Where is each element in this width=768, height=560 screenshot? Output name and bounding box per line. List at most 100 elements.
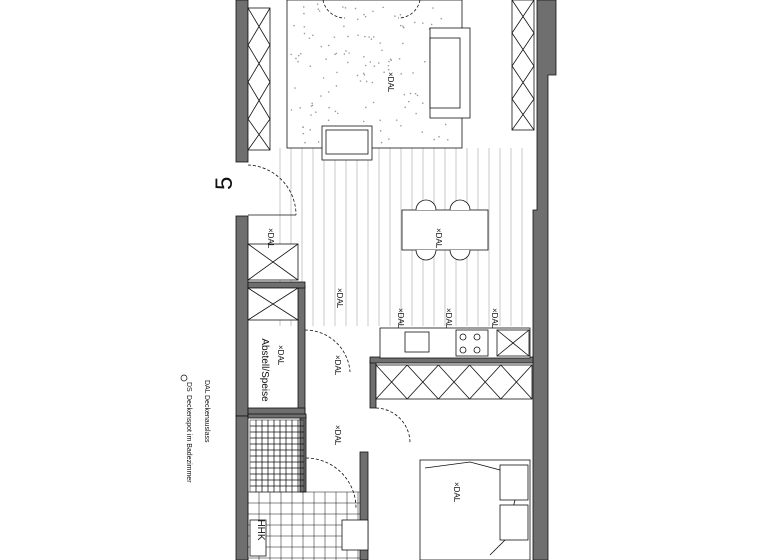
rug-dot [342, 6, 344, 8]
rug-dot [422, 22, 424, 24]
rug-dot [308, 37, 311, 39]
shower-tile [279, 449, 287, 457]
shower-tile [291, 443, 299, 451]
rug-dot [304, 141, 306, 144]
shower-tile [261, 425, 269, 433]
rug-dot [356, 18, 359, 21]
rug-dot [438, 135, 440, 138]
walls [235, 0, 557, 560]
dal-marker: ×DAL [266, 228, 275, 249]
shower-tile [273, 443, 281, 451]
shower-tile [249, 473, 257, 481]
shower-tile [255, 485, 263, 493]
shower-tile [291, 485, 299, 493]
shower-tile [285, 425, 293, 433]
dal-marker-label: ×DAL [396, 308, 405, 329]
rug-dot [365, 106, 367, 109]
rug-dot [364, 64, 367, 67]
dal-marker: ×DAL [396, 308, 405, 329]
shower-tile [255, 473, 263, 481]
rug-dot [402, 25, 404, 27]
shower-tile [285, 455, 293, 463]
rug-dot [377, 62, 380, 64]
shower-tile [267, 437, 275, 445]
dal-marker: ×DAL [386, 72, 395, 93]
shower-tile [267, 473, 275, 481]
rug-dot [388, 138, 390, 140]
rug-dot [365, 80, 368, 83]
dal-marker: ×DAL [335, 288, 344, 309]
shower-tile [261, 485, 269, 493]
shower-tile [291, 431, 299, 439]
dal-marker-label: ×DAL [333, 425, 342, 446]
rug-dot [415, 112, 417, 115]
windows [247, 0, 535, 151]
rug-dot [395, 119, 398, 121]
rug-dot [372, 36, 375, 38]
bed [419, 459, 531, 560]
shower-tile [273, 461, 281, 469]
shower-tile [279, 479, 287, 487]
shower-tile [255, 449, 263, 457]
shower-tile [267, 419, 275, 427]
dal-marker: ×DAL [333, 355, 342, 376]
shower-tile [255, 479, 263, 487]
shower-tile [285, 443, 293, 451]
rug-dot [363, 13, 365, 16]
rug-dot [389, 58, 392, 61]
rug-dot [343, 53, 346, 55]
shower-tile [261, 419, 269, 427]
rug-dot [348, 52, 350, 54]
rug-dot [302, 6, 305, 8]
shower-tile [285, 437, 293, 445]
rug-dot [290, 109, 293, 111]
shower-tile [285, 419, 293, 427]
shower-tile [273, 467, 281, 475]
shower-tile [273, 419, 281, 427]
shower-tile [255, 419, 263, 427]
rug-dot [370, 38, 373, 40]
shower-tile [285, 431, 293, 439]
rug-dot [402, 26, 405, 29]
dal-marker-label: ×DAL [444, 308, 453, 329]
unit-number: 5 [211, 177, 238, 190]
rug-dot [302, 132, 305, 135]
rug-dot [336, 71, 338, 74]
wardrobe-panel-line [469, 364, 502, 400]
rug-dot [404, 106, 407, 109]
rug-dot [299, 52, 302, 55]
rug-dot [359, 80, 362, 82]
shower-tile [279, 443, 287, 451]
shower-tile [273, 431, 281, 439]
legend-ds-key: DS [185, 382, 192, 392]
wardrobe-panel-line [375, 364, 408, 400]
shower-tile [261, 479, 269, 487]
shower-tile [261, 443, 269, 451]
shower-tile [297, 485, 305, 493]
kitchen-counter [379, 327, 531, 359]
rug-dot [432, 7, 434, 9]
shower-tile [279, 473, 287, 481]
rug-dot [336, 112, 339, 115]
dal-marker-label: ×DAL [434, 228, 443, 249]
dal-marker: ×DAL [333, 425, 342, 446]
rug-dot [421, 102, 424, 104]
shower-tile [273, 485, 281, 493]
rug-dot [369, 61, 372, 63]
shower-tile [279, 485, 287, 493]
shower-tile [267, 425, 275, 433]
shower-tile [249, 467, 257, 475]
shower-tile [255, 425, 263, 433]
legend: Deckenauslass Deckenspot im Badezimmer D… [180, 374, 210, 483]
shower-tile [273, 455, 281, 463]
rug-dot [327, 44, 330, 47]
rug-dot [303, 32, 306, 35]
rug-dot [303, 26, 306, 28]
dal-marker-label: ×DAL [333, 355, 342, 376]
shower-tile [291, 455, 299, 463]
rug-dot [335, 52, 338, 55]
rug-dot [402, 42, 404, 45]
wardrobe [375, 364, 533, 400]
shower-tile [285, 485, 293, 493]
rug-dot [379, 42, 381, 44]
